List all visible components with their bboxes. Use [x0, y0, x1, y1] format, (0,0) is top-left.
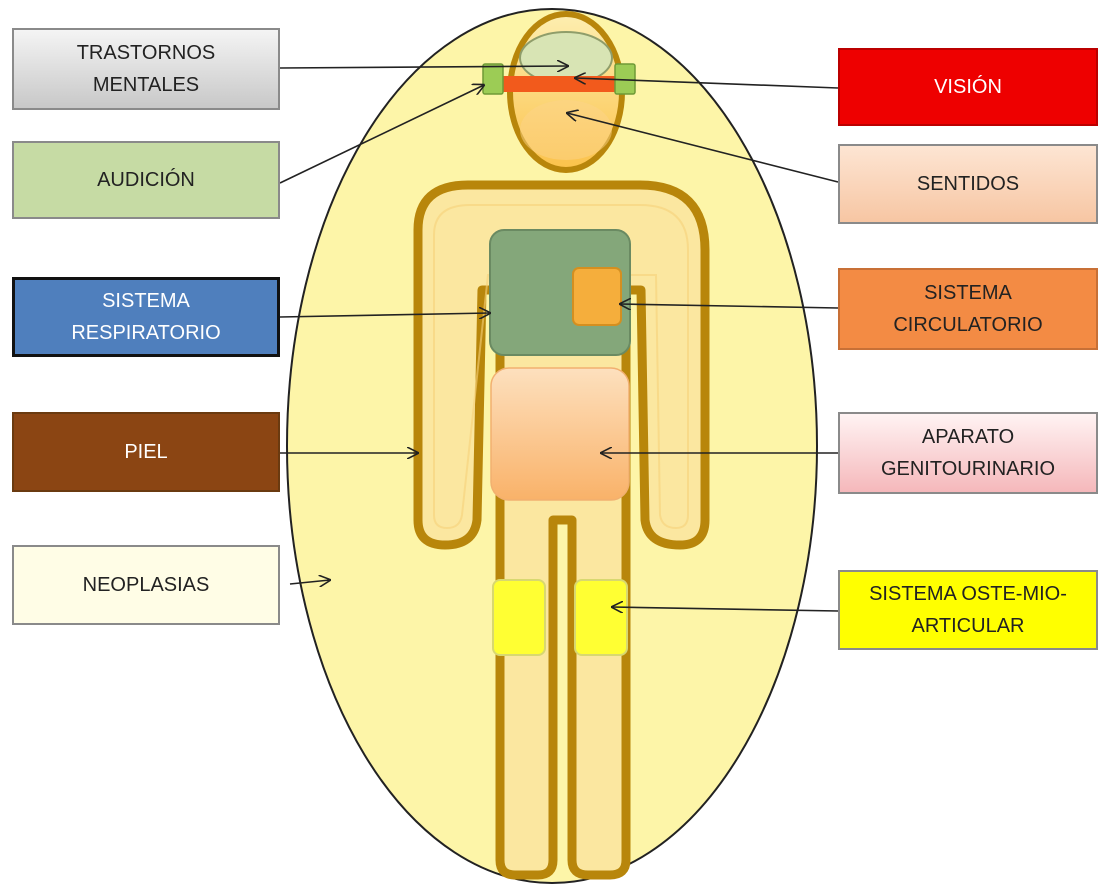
label-audicion: AUDICIÓN: [12, 141, 280, 219]
label-sentidos: SENTIDOS: [838, 144, 1098, 224]
left-ear-pad: [483, 64, 503, 94]
label-sistema-circulatorio: SISTEMA CIRCULATORIO: [838, 268, 1098, 350]
label-vision: VISIÓN: [838, 48, 1098, 126]
label-aparato-genitourinario: APARATO GENITOURINARIO: [838, 412, 1098, 494]
heart: [573, 268, 621, 325]
abdomen: [491, 368, 629, 500]
left-knee-joint: [493, 580, 545, 655]
right-knee-joint: [575, 580, 627, 655]
label-sistema-osteo-mio-articular: SISTEMA OSTE-MIO- ARTICULAR: [838, 570, 1098, 650]
label-piel: PIEL: [12, 412, 280, 492]
label-sistema-respiratorio: SISTEMA RESPIRATORIO: [12, 277, 280, 357]
label-trastornos-mentales: TRASTORNOS MENTALES: [12, 28, 280, 110]
label-neoplasias: NEOPLASIAS: [12, 545, 280, 625]
